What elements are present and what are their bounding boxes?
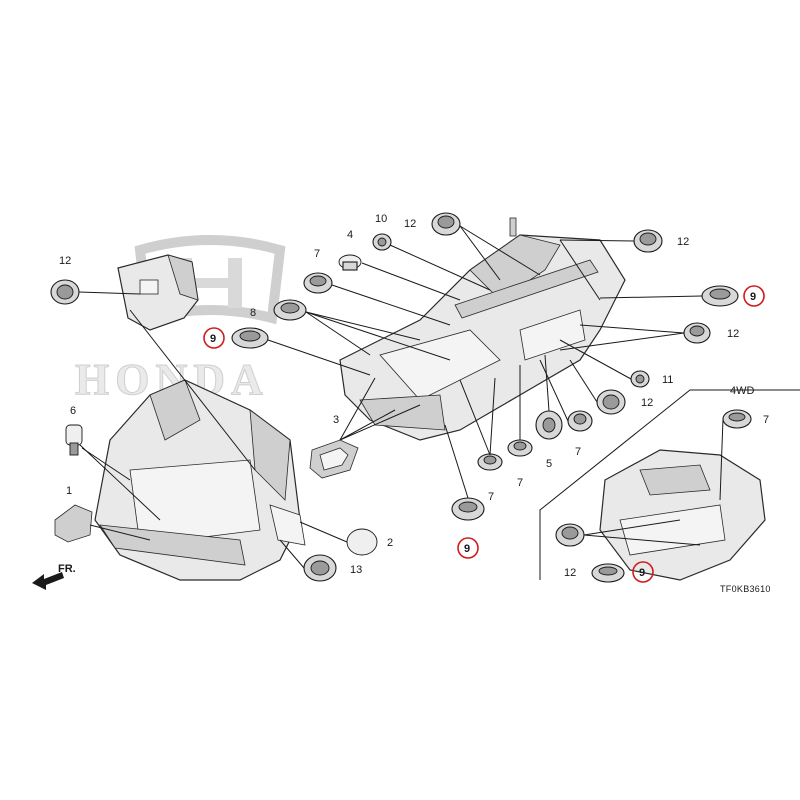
callout-12-left: 12 <box>59 255 71 267</box>
plug-10 <box>372 233 392 251</box>
front-frame-part <box>94 379 306 581</box>
grommet-7-mid-1 <box>507 439 533 457</box>
callout-7-mid-3: 7 <box>575 446 581 458</box>
callout-12-right-2: 12 <box>727 328 739 340</box>
callout-12-right-3: 12 <box>641 397 653 409</box>
grommet-7-top <box>303 272 333 294</box>
dash-panel-part <box>117 254 199 331</box>
callout-11: 11 <box>662 374 673 386</box>
floor-pan-part <box>339 217 626 441</box>
callout-7-4wd: 7 <box>763 414 769 426</box>
clip-6 <box>65 424 83 456</box>
grommet-12-4wd <box>555 523 585 547</box>
highlight-ring-9-bottom <box>457 537 479 559</box>
callout-5: 5 <box>546 458 552 470</box>
grommet-8 <box>273 299 307 321</box>
callout-12-top: 12 <box>404 218 416 230</box>
grommet-9-right <box>701 285 739 307</box>
callout-8: 8 <box>250 307 256 319</box>
diagram-code: TF0KB3610 <box>720 584 771 594</box>
plug-11 <box>630 370 650 388</box>
plug-4 <box>338 254 362 271</box>
grommet-12-center <box>567 410 593 432</box>
highlight-ring-9-left <box>203 327 225 349</box>
grommet-7-mid-2 <box>477 453 503 471</box>
callout-9-left: 9 <box>210 333 216 345</box>
grommet-7-4wd <box>722 409 752 429</box>
grommet-12-right-3 <box>596 389 626 415</box>
front-direction-arrow-icon <box>32 572 64 590</box>
grommet-9-left <box>231 327 269 349</box>
pad-1 <box>54 504 93 543</box>
plug-3 <box>309 439 359 479</box>
callout-1: 1 <box>66 485 72 497</box>
grommet-12-right-1 <box>633 229 663 253</box>
callout-3: 3 <box>333 414 339 426</box>
grommet-9-4wd <box>591 563 625 583</box>
highlight-ring-9-right <box>743 285 765 307</box>
callout-7-mid-1: 7 <box>517 477 523 489</box>
callout-12-right-1: 12 <box>677 236 689 248</box>
leader-lines <box>78 225 724 569</box>
4wd-inset <box>539 389 800 581</box>
callout-9-bottom: 9 <box>464 543 470 555</box>
callout-10: 10 <box>375 213 387 225</box>
callout-7-top: 7 <box>314 248 320 260</box>
callout-9-right: 9 <box>750 291 756 303</box>
variant-label: 4WD <box>730 385 755 397</box>
grommet-12-left <box>50 279 80 305</box>
grommet-12-top <box>431 212 461 236</box>
callout-9-4wd: 9 <box>639 567 645 579</box>
grommet-9-bottom <box>451 497 485 521</box>
callout-12-4wd: 12 <box>564 567 576 579</box>
direction-label: FR. <box>58 563 76 575</box>
callout-13: 13 <box>350 564 362 576</box>
grommet-12-right-2 <box>683 322 711 344</box>
plug-5 <box>535 410 563 440</box>
callout-7-mid-2: 7 <box>488 491 494 503</box>
grommet-13 <box>303 554 337 582</box>
callout-6: 6 <box>70 405 76 417</box>
highlight-ring-9-4wd <box>632 561 654 583</box>
plug-2 <box>346 528 378 556</box>
callout-4: 4 <box>347 229 353 241</box>
callout-2: 2 <box>387 537 393 549</box>
